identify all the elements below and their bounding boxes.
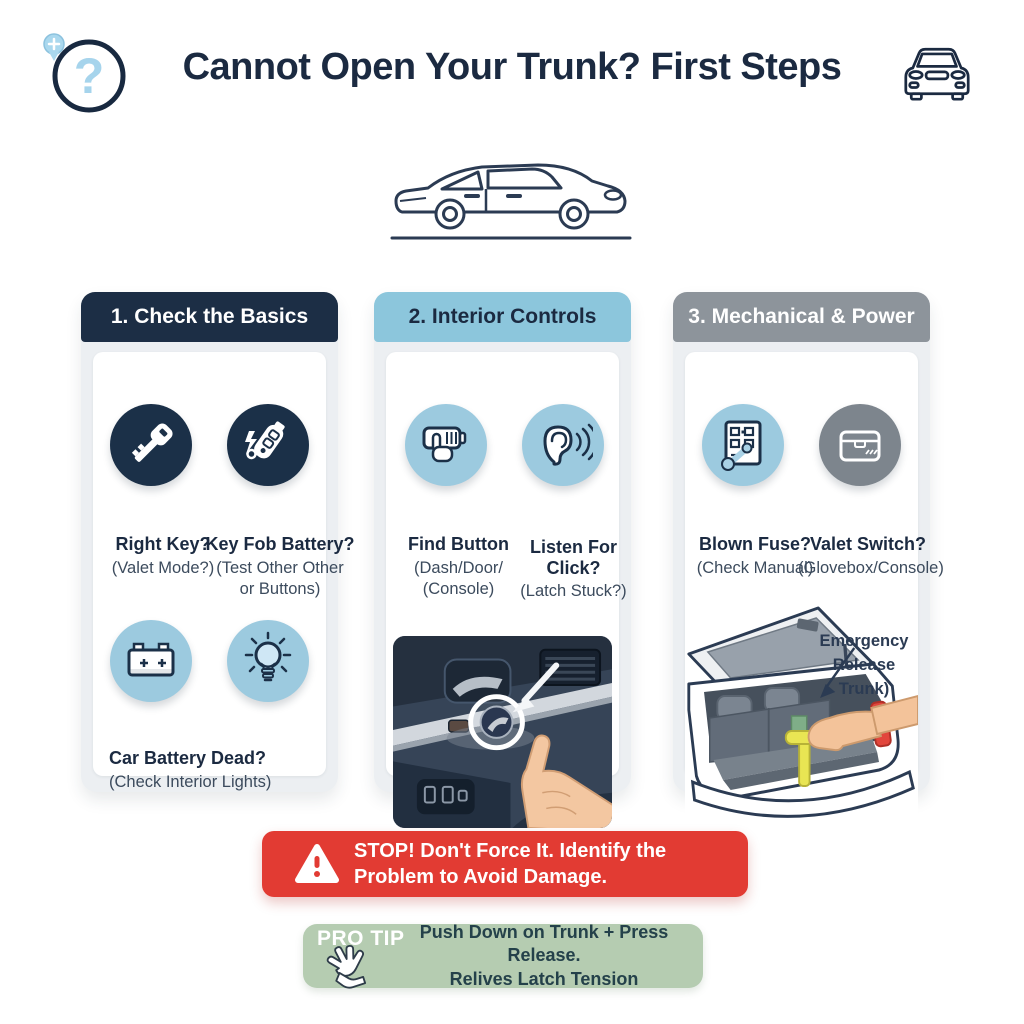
card2-panel: Find Button (Dash/Door/ (Console) Listen…: [386, 352, 627, 828]
emergency-release-annotation: Emergency Release Trunk): [819, 632, 909, 698]
pressing-hand-icon: [326, 944, 367, 989]
pro-tip-banner: PRO TIP Push Down on Trunk + Press Relea…: [303, 921, 703, 989]
item-label: Find Button: [408, 534, 509, 554]
warning-banner: STOP! Don't Force It. Identify the Probl…: [262, 831, 748, 897]
item-sub: (Test Other Other or Buttons): [216, 559, 344, 598]
fuse-box-icon: [702, 404, 784, 486]
card-interior-controls: 2. Interior Controls Find Button: [374, 292, 631, 828]
key-fob-icon: [227, 404, 309, 486]
card-check-basics: 1. Check the Basics: [81, 292, 355, 792]
press-button-icon: [405, 404, 487, 486]
item-sub: (Valet Mode?): [111, 559, 215, 577]
card-mechanical-power: 3. Mechanical & Power: [673, 292, 944, 836]
question-mark-circle-icon: ?: [36, 28, 136, 118]
warning-text: STOP! Don't Force It. Identify the Probl…: [354, 840, 667, 888]
card2-header: 2. Interior Controls: [374, 292, 631, 342]
page-title: Cannot Open Your Trunk? First Steps: [182, 46, 842, 88]
light-bulb-icon: [227, 620, 309, 702]
item-sub: (Glovebox/Console): [798, 559, 944, 577]
trunk-illustration: Emergency Release Trunk): [685, 600, 918, 836]
item-sub: (Check Interior Lights): [109, 773, 272, 791]
item-label: Valet Switch?: [809, 534, 927, 554]
item-label: Blown Fuse?: [699, 534, 811, 554]
card1-header: 1. Check the Basics: [81, 292, 338, 342]
item-sub: (Latch Stuck?): [520, 582, 627, 600]
card3-header: 3. Mechanical & Power: [673, 292, 930, 342]
item-label: Right Key?: [115, 534, 211, 554]
item-sub: (Dash/Door/ (Console): [414, 559, 503, 598]
svg-text:?: ?: [74, 48, 105, 104]
item-label: Key Fob Battery?: [205, 534, 355, 554]
lightning-icon: [245, 431, 257, 454]
pro-tip-badge: PRO TIP: [317, 927, 405, 950]
sedan-side-illustration: [386, 148, 636, 253]
car-key-icon: [110, 404, 192, 486]
warning-triangle-icon: [295, 844, 339, 883]
ear-listening-icon: [522, 404, 604, 486]
item-label: Car Battery Dead?: [109, 748, 267, 768]
pro-tip-text: Push Down on Trunk + Press Release. Reli…: [419, 921, 669, 989]
card1-panel: Right Key? (Valet Mode?) Key Fob Battery…: [93, 352, 355, 791]
item-sub: (Check Manual): [696, 559, 814, 577]
car-battery-icon: [110, 620, 192, 702]
card3-panel: Blown Fuse? (Check Manual) Valet Switch?…: [685, 352, 944, 836]
door-panel-illustration: [393, 636, 612, 828]
car-front-icon: [898, 42, 976, 108]
item-label: Listen For Click?: [529, 537, 617, 578]
glovebox-icon: [819, 404, 901, 486]
